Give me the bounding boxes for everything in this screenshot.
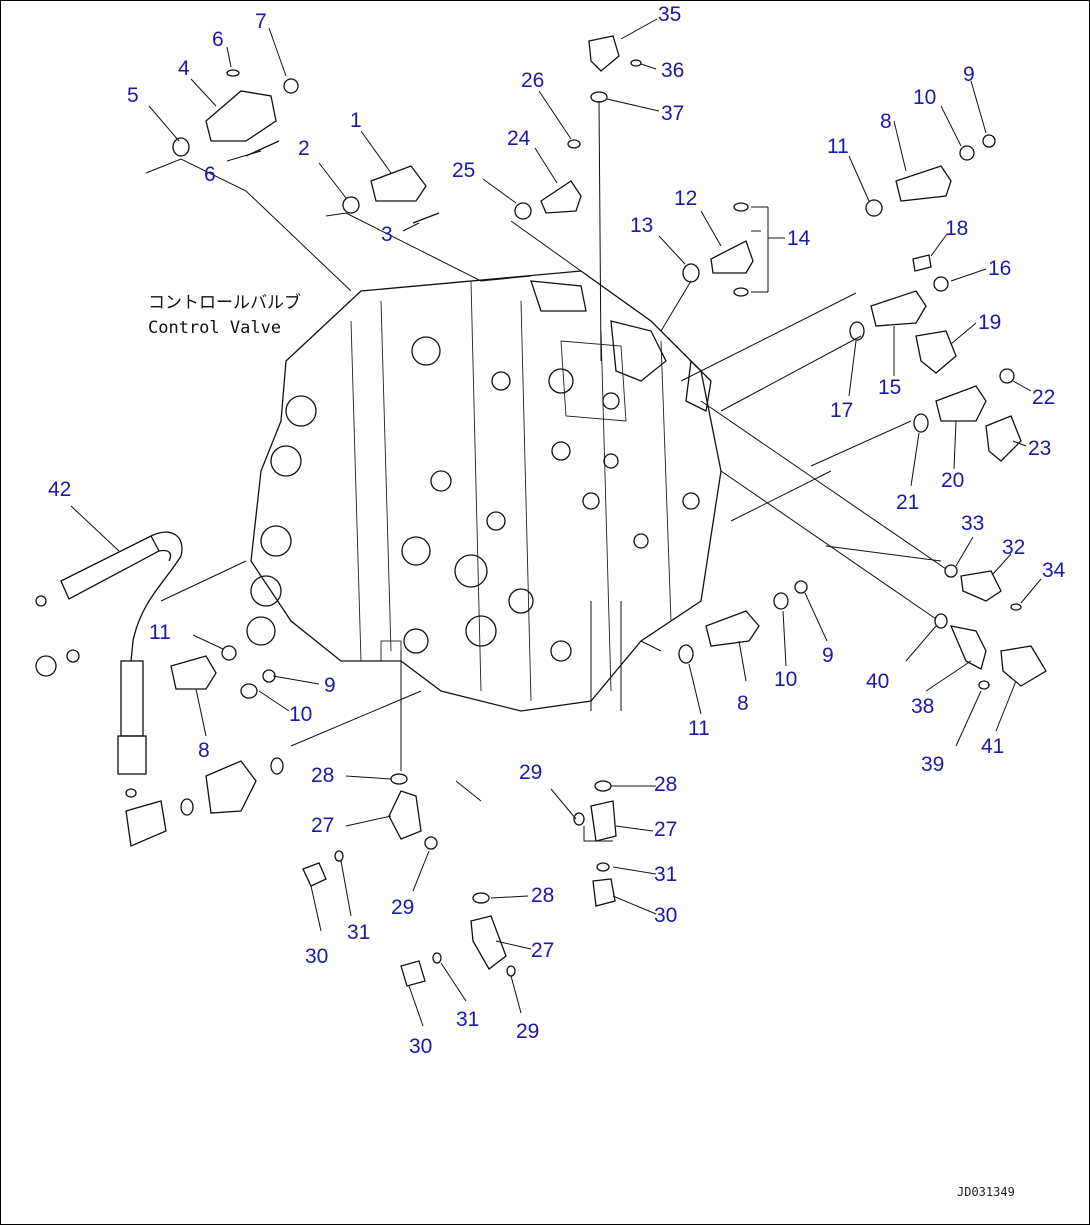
- leader-lines: [70, 18, 1042, 1027]
- part-label: 4: [178, 57, 190, 80]
- title-english: Control Valve: [148, 318, 281, 338]
- part-label: 2: [298, 137, 310, 160]
- part-label: 30: [654, 904, 677, 927]
- part-label: 9: [963, 63, 975, 86]
- part-label: 37: [661, 102, 684, 125]
- part-label: 39: [921, 753, 944, 776]
- drawing-code: JD031349: [957, 1185, 1015, 1199]
- part-label: 31: [654, 863, 677, 886]
- part-label: 15: [878, 376, 901, 399]
- part-label: 8: [737, 692, 749, 715]
- part-label: 29: [519, 761, 542, 784]
- part-label: 27: [311, 814, 334, 837]
- part-label: 10: [774, 668, 797, 691]
- part-label: 28: [531, 884, 554, 907]
- part-label: 30: [305, 945, 328, 968]
- part-label: 29: [391, 896, 414, 919]
- part-label: 31: [347, 921, 370, 944]
- part-label: 12: [674, 187, 697, 210]
- part-label: 6: [204, 163, 216, 186]
- part-label: 25: [452, 159, 475, 182]
- part-label: 27: [531, 939, 554, 962]
- part-label: 28: [311, 764, 334, 787]
- part-label: 7: [255, 10, 267, 33]
- title-japanese: コントロールバルブ: [148, 292, 301, 313]
- part-label: 28: [654, 773, 677, 796]
- part-label: 8: [880, 110, 892, 133]
- part-label: 11: [149, 621, 171, 644]
- part-label: 5: [127, 84, 139, 107]
- part-label: 31: [456, 1008, 479, 1031]
- part-label: 9: [822, 644, 834, 667]
- part-label: 33: [961, 512, 984, 535]
- part-label: 1: [350, 109, 362, 132]
- part-label: 10: [289, 703, 312, 726]
- part-label: 23: [1028, 437, 1051, 460]
- part-label: 40: [866, 670, 889, 693]
- part-label: 9: [324, 674, 336, 697]
- part-label: 13: [630, 214, 653, 237]
- part-label: 34: [1042, 559, 1066, 582]
- fittings: [125, 35, 1047, 987]
- part-label: 18: [945, 217, 968, 240]
- part-label: 32: [1002, 536, 1025, 559]
- part-label: 19: [978, 311, 1001, 334]
- part-label: 17: [830, 399, 853, 422]
- part-label: 38: [911, 695, 934, 718]
- part-label: 41: [981, 735, 1004, 758]
- part-label: 10: [913, 86, 936, 109]
- part-label: 30: [409, 1035, 432, 1058]
- part-label: 11: [688, 717, 710, 740]
- part-label: 11: [827, 135, 849, 158]
- part-label: 24: [507, 127, 531, 150]
- part-labels: 35 36 37 7 6 4 6 5 1 2 3 26 24 25 9 10 8…: [48, 3, 1066, 1058]
- part-label: 21: [896, 491, 919, 514]
- part-label: 42: [48, 478, 71, 501]
- part-label: 35: [658, 3, 681, 26]
- part-label: 27: [654, 818, 677, 841]
- part-label: 29: [516, 1020, 539, 1043]
- part-label: 20: [941, 469, 964, 492]
- part-label: 22: [1032, 386, 1055, 409]
- part-label: 3: [381, 223, 393, 246]
- hose-42: [35, 531, 183, 775]
- part-label: 8: [198, 739, 210, 762]
- part-label: 36: [661, 59, 684, 82]
- part-label: 26: [521, 69, 544, 92]
- assembly-lines: [145, 100, 947, 802]
- part-label: 6: [212, 28, 224, 51]
- part-label: 14: [787, 227, 811, 250]
- part-label: 16: [988, 257, 1011, 280]
